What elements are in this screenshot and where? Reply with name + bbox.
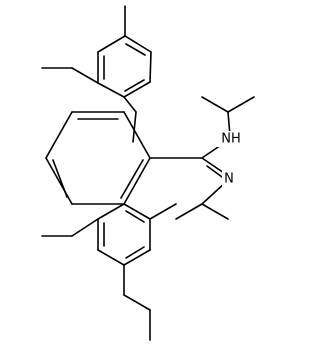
bond bbox=[123, 249, 151, 266]
bond bbox=[227, 96, 255, 113]
amine-isopropyl bbox=[201, 96, 255, 137]
upper-mesityl-methyls bbox=[41, 5, 137, 143]
amine-label-mask bbox=[217, 131, 244, 147]
double-bond-line bbox=[52, 159, 68, 198]
bond bbox=[97, 82, 125, 98]
double-bond-line bbox=[125, 246, 145, 259]
methyl-bond bbox=[71, 218, 99, 237]
bond bbox=[123, 157, 151, 205]
lower-mesityl-ring bbox=[97, 203, 151, 266]
methyl-bond bbox=[123, 96, 137, 113]
bond bbox=[175, 203, 203, 220]
methyl-bond bbox=[149, 203, 177, 220]
bond bbox=[201, 157, 225, 174]
lower-mesityl-methyls bbox=[41, 203, 177, 341]
imine-label-mask bbox=[222, 171, 236, 187]
double-bond-line bbox=[124, 79, 145, 92]
bond bbox=[124, 35, 152, 53]
amidine-group bbox=[149, 142, 225, 178]
bond bbox=[123, 81, 151, 98]
methyl-bond bbox=[123, 294, 151, 311]
methyl-bond bbox=[132, 111, 137, 143]
imine-nitrogen-label: N bbox=[224, 172, 234, 187]
imine-isopropyl bbox=[175, 181, 229, 220]
amine-nitrogen-label: NH bbox=[221, 132, 241, 147]
structure-diagram: NH N bbox=[41, 5, 255, 341]
bond bbox=[45, 111, 73, 159]
bond bbox=[149, 51, 152, 83]
bond bbox=[201, 96, 229, 113]
upper-mesityl-ring bbox=[97, 35, 152, 98]
bond bbox=[97, 249, 125, 266]
methyl-bond bbox=[71, 67, 99, 84]
bond bbox=[97, 203, 125, 220]
bond bbox=[97, 35, 126, 53]
double-bond-line bbox=[120, 159, 144, 199]
bond bbox=[123, 111, 151, 159]
bond bbox=[201, 203, 229, 220]
double-bond-line bbox=[125, 43, 146, 56]
bond bbox=[45, 157, 73, 205]
double-bond-line bbox=[206, 165, 223, 178]
bond bbox=[123, 203, 151, 220]
central-benzene-ring bbox=[45, 111, 151, 205]
double-bond-line bbox=[125, 210, 145, 223]
